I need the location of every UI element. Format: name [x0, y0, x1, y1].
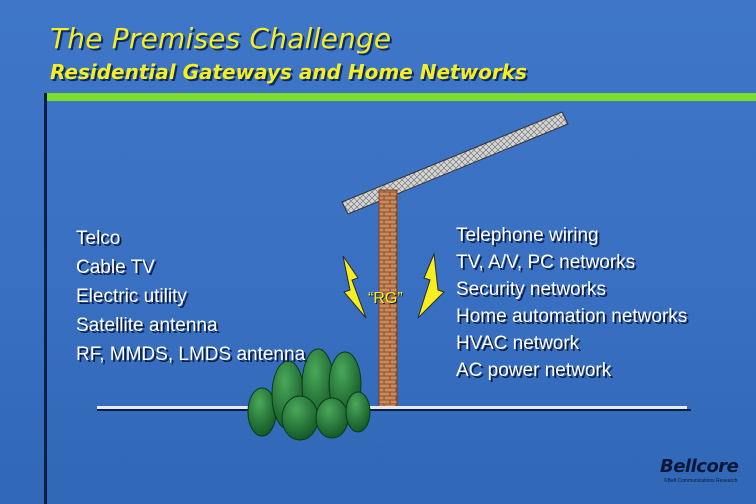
list-item: RF, MMDS, LMDS antenna — [76, 340, 305, 369]
gateway-label: “RG” — [368, 290, 403, 308]
list-item: Cable TV — [76, 253, 305, 282]
lightning-bolt-icon — [418, 254, 444, 318]
list-item: Telco — [76, 224, 305, 253]
copyright-notice: ©Bell Communications Research — [664, 478, 737, 484]
roof-panel-icon — [342, 112, 568, 214]
bellcore-logo: Bellcore — [660, 456, 738, 477]
home-network-list: Telephone wiring TV, A/V, PC networks Se… — [456, 222, 687, 384]
list-item: Telephone wiring — [456, 222, 687, 249]
list-item: AC power network — [456, 357, 687, 384]
list-item: Security networks — [456, 276, 687, 303]
list-item: HVAC network — [456, 330, 687, 357]
list-item: Home automation networks — [456, 303, 687, 330]
service-provider-list: Telco Cable TV Electric utility Satellit… — [76, 224, 305, 369]
list-item: TV, A/V, PC networks — [456, 249, 687, 276]
list-item: Satellite antenna — [76, 311, 305, 340]
ground-line — [97, 406, 691, 411]
lightning-bolt-icon — [343, 256, 366, 318]
list-item: Electric utility — [76, 282, 305, 311]
